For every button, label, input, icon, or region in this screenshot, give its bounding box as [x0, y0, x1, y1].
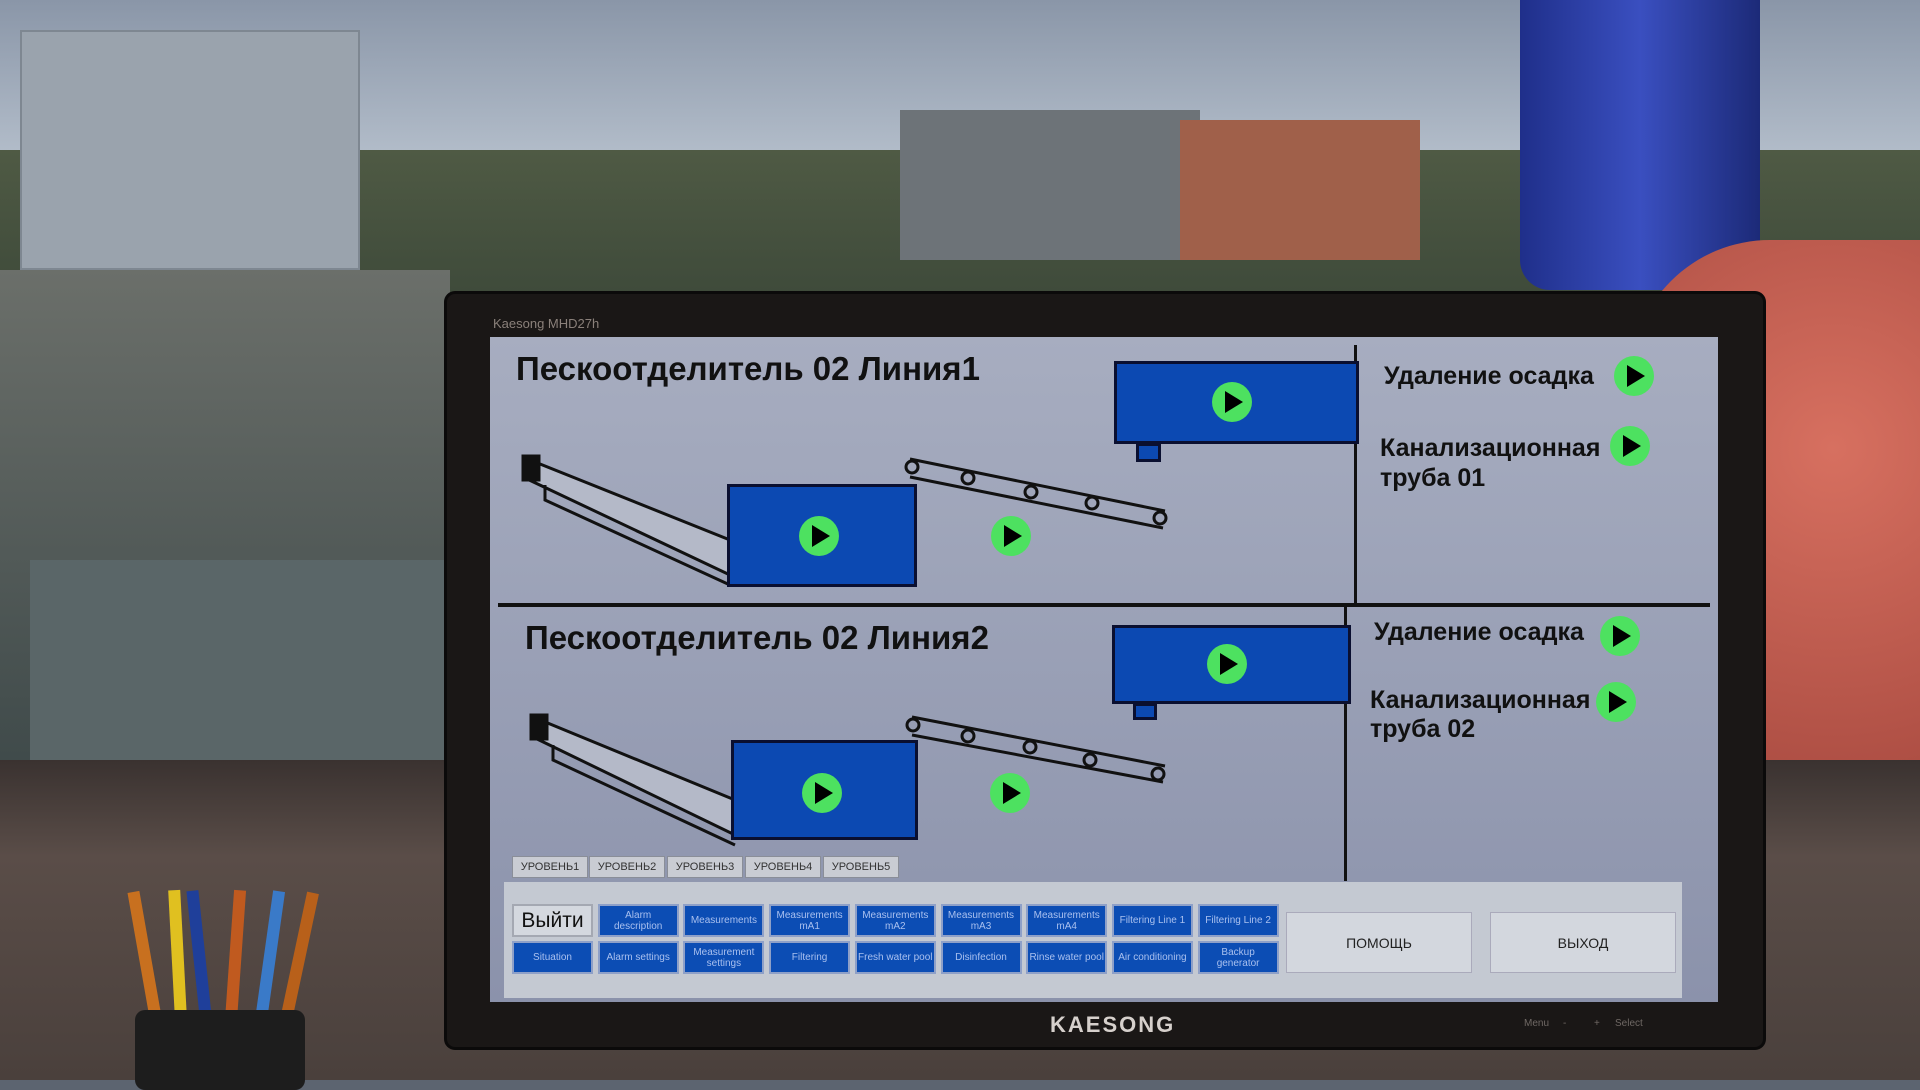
nav-button-measurements-ma1[interactable]: Measurements mA1 [769, 904, 851, 937]
monitor-plus-button[interactable]: + [1594, 1018, 1600, 1029]
help-button[interactable]: ПОМОЩЬ [1286, 912, 1472, 973]
tank-outlet [1136, 443, 1161, 462]
nav-button-alarm-description[interactable]: Alarm description [597, 904, 679, 937]
divider-horizontal [498, 603, 1710, 607]
nav-button-measurements-ma3[interactable]: Measurements mA3 [940, 904, 1022, 937]
tab-level-5[interactable]: УРОВЕНЬ5 [823, 856, 899, 878]
nav-button-filtering-line-2[interactable]: Filtering Line 2 [1197, 904, 1279, 937]
tab-level-4[interactable]: УРОВЕНЬ4 [745, 856, 821, 878]
play-icon-conveyor-2[interactable] [990, 773, 1030, 813]
play-icon-sediment-tank-1[interactable] [1212, 382, 1252, 422]
play-icon-sewer-2[interactable] [1596, 682, 1636, 722]
nav-button-backup-generator[interactable]: Backup generator [1197, 941, 1279, 974]
nav-button-disinfection[interactable]: Disinfection [940, 941, 1022, 974]
play-icon-separator-2[interactable] [802, 773, 842, 813]
play-icon-conveyor-1[interactable] [991, 516, 1031, 556]
nav-button-measurements-ma4[interactable]: Measurements mA4 [1026, 904, 1108, 937]
sediment-removal-label-2: Удаление осадка [1374, 618, 1584, 646]
monitor-minus-button[interactable]: - [1563, 1018, 1567, 1029]
line1-title: Пескоотделитель 02 Линия1 [516, 350, 980, 387]
nav-button-measurement-settings[interactable]: Measurement settings [683, 941, 765, 974]
divider-vertical [1344, 605, 1347, 881]
chute-line1-lower [543, 485, 731, 587]
sediment-removal-label-1: Удаление осадка [1384, 362, 1594, 390]
sewer-pipe-label-1: труба 01 [1380, 464, 1486, 492]
background-building [20, 30, 360, 270]
background-building [1180, 120, 1420, 260]
play-icon-sewer-1[interactable] [1610, 426, 1650, 466]
divider-vertical [1354, 345, 1357, 605]
play-icon-separator-1[interactable] [799, 516, 839, 556]
nav-button-rinse-water-pool[interactable]: Rinse water pool [1026, 941, 1108, 974]
chute-line2-lower [551, 745, 736, 847]
nav-button-filtering[interactable]: Filtering [769, 941, 851, 974]
tab-level-2[interactable]: УРОВЕНЬ2 [589, 856, 665, 878]
tab-level-1[interactable]: УРОВЕНЬ1 [512, 856, 588, 878]
sewer-label-1: Канализационная [1380, 434, 1601, 462]
monitor-brand: KAESONG [1050, 1012, 1176, 1037]
background-tank [1520, 0, 1760, 290]
nav-button-air-conditioning[interactable]: Air conditioning [1111, 941, 1193, 974]
exit-button[interactable]: ВЫХОД [1490, 912, 1676, 973]
play-icon-sediment-removal-2[interactable] [1600, 616, 1640, 656]
nav-button-measurements[interactable]: Measurements [683, 904, 765, 937]
play-icon-sediment-tank-2[interactable] [1207, 644, 1247, 684]
play-icon-sediment-removal-1[interactable] [1614, 356, 1654, 396]
monitor-model: Kaesong MHD27h [493, 316, 600, 331]
chute-line2 [531, 714, 737, 838]
line2-title: Пескоотделитель 02 Линия2 [525, 619, 989, 656]
background-building [900, 110, 1200, 260]
navigation-panel [504, 882, 1682, 998]
nav-button-alarm-settings[interactable]: Alarm settings [597, 941, 679, 974]
pencil-cup [135, 1010, 305, 1090]
tank-outlet [1133, 703, 1157, 720]
tab-level-3[interactable]: УРОВЕНЬ3 [667, 856, 743, 878]
background-basin [30, 560, 450, 760]
chute-line1 [523, 455, 732, 578]
sewer-label-2: Канализационная [1370, 686, 1591, 714]
monitor-menu-button[interactable]: Menu [1524, 1018, 1550, 1029]
conveyor-line1 [904, 457, 1168, 530]
nav-button-situation[interactable]: Situation [512, 941, 593, 974]
conveyor-line2 [905, 715, 1166, 784]
nav-button-filtering-line-1[interactable]: Filtering Line 1 [1111, 904, 1193, 937]
nav-button-fresh-water-pool[interactable]: Fresh water pool [854, 941, 936, 974]
nav-button-measurements-ma2[interactable]: Measurements mA2 [854, 904, 936, 937]
monitor-select-button[interactable]: Select [1615, 1018, 1643, 1029]
sewer-pipe-label-2: труба 02 [1370, 715, 1476, 743]
nav-button-выйти[interactable]: Выйти [512, 904, 593, 937]
